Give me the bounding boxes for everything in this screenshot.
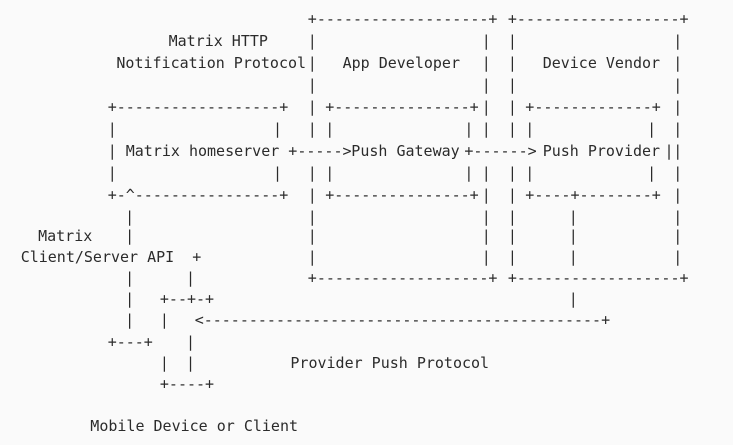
ascii-fragment: |	[507, 98, 517, 116]
ascii-fragment: |	[464, 120, 474, 138]
ascii-fragment: |	[273, 164, 283, 182]
ascii-fragment: |	[125, 311, 135, 329]
ascii-fragment: | Matrix homeserver +----->	[107, 142, 352, 160]
ascii-fragment: |	[273, 120, 283, 138]
ascii-fragment: +---+	[107, 333, 153, 351]
ascii-fragment: |	[107, 120, 117, 138]
ascii-fragment: |	[673, 186, 683, 204]
ascii-fragment: Client/Server API +	[20, 248, 202, 266]
ascii-fragment: Matrix HTTP	[168, 32, 268, 50]
ascii-fragment: |	[673, 76, 683, 94]
ascii-fragment: |	[673, 142, 683, 160]
ascii-fragment: |	[307, 208, 317, 226]
ascii-fragment: +-------------------+	[307, 269, 498, 287]
ascii-fragment: +--+-+	[159, 290, 215, 308]
ascii-fragment: +----+--------+	[525, 186, 661, 204]
ascii-fragment: |	[673, 98, 683, 116]
ascii-fragment: |	[481, 76, 491, 94]
ascii-fragment: |	[307, 120, 317, 138]
ascii-fragment: |	[159, 354, 169, 372]
ascii-fragment: |	[186, 333, 196, 351]
ascii-fragment: |	[507, 227, 517, 245]
ascii-fragment: |	[568, 208, 578, 226]
ascii-fragment: Push Gateway	[351, 142, 460, 160]
ascii-fragment: Push Provider	[542, 142, 661, 160]
ascii-fragment: |	[673, 248, 683, 266]
ascii-fragment: |	[647, 164, 657, 182]
ascii-fragment: +-------------+	[525, 98, 661, 116]
ascii-fragment: |	[481, 208, 491, 226]
ascii-fragment: |	[568, 248, 578, 266]
ascii-fragment: |	[307, 248, 317, 266]
ascii-fragment: +------>	[464, 142, 537, 160]
ascii-fragment: |	[325, 164, 335, 182]
ascii-fragment: |	[673, 32, 683, 50]
ascii-fragment: Notification Protocol	[116, 54, 307, 72]
ascii-fragment: |	[481, 227, 491, 245]
ascii-fragment: |	[568, 290, 578, 308]
ascii-fragment: |	[507, 32, 517, 50]
ascii-fragment: |	[125, 208, 135, 226]
ascii-fragment: |	[481, 120, 491, 138]
ascii-fragment: |	[507, 120, 517, 138]
ascii-fragment: |	[186, 354, 196, 372]
ascii-fragment: <---------------------------------------…	[194, 311, 611, 329]
ascii-fragment: |	[125, 290, 135, 308]
ascii-fragment: |	[107, 164, 117, 182]
ascii-fragment: |	[307, 32, 317, 50]
ascii-fragment: |	[307, 186, 317, 204]
ascii-fragment: |	[673, 120, 683, 138]
ascii-fragment: App Developer	[342, 54, 460, 72]
ascii-fragment: +----+	[159, 375, 215, 393]
ascii-fragment: |	[307, 227, 317, 245]
ascii-fragment: |	[568, 227, 578, 245]
ascii-fragment: +-------------------+	[307, 10, 498, 28]
ascii-fragment: |	[307, 164, 317, 182]
ascii-fragment: |	[481, 186, 491, 204]
ascii-fragment: |	[464, 164, 474, 182]
ascii-fragment: |	[307, 54, 317, 72]
ascii-fragment: |	[525, 164, 535, 182]
ascii-fragment: Matrix	[38, 227, 93, 245]
ascii-fragment: |	[647, 120, 657, 138]
ascii-fragment: +------------------+	[107, 98, 289, 116]
ascii-fragment: +------------------+	[507, 269, 689, 287]
ascii-fragment: |	[125, 227, 135, 245]
ascii-fragment: Mobile Device or Client	[90, 417, 299, 435]
ascii-fragment: |	[673, 54, 683, 72]
ascii-fragment: |	[125, 269, 135, 287]
ascii-fragment: |	[159, 311, 169, 329]
ascii-fragment: Device Vendor	[542, 54, 661, 72]
ascii-fragment: Provider Push Protocol	[290, 354, 490, 372]
ascii-fragment: |	[325, 120, 335, 138]
ascii-fragment: +---------------+	[325, 186, 479, 204]
ascii-fragment: |	[507, 164, 517, 182]
ascii-fragment: +------------------+	[507, 10, 689, 28]
ascii-fragment: |	[673, 208, 683, 226]
ascii-fragment: |	[307, 98, 317, 116]
ascii-fragment: |	[481, 98, 491, 116]
ascii-fragment: |	[507, 76, 517, 94]
ascii-fragment: |	[307, 76, 317, 94]
ascii-fragment: |	[673, 164, 683, 182]
ascii-fragment: |	[186, 269, 196, 287]
ascii-fragment: +-^----------------+	[107, 186, 289, 204]
ascii-fragment: |	[481, 164, 491, 182]
ascii-fragment: |	[673, 227, 683, 245]
ascii-fragment: |	[481, 54, 491, 72]
ascii-fragment: |	[481, 32, 491, 50]
ascii-fragment: |	[507, 186, 517, 204]
ascii-fragment: |	[525, 120, 535, 138]
ascii-fragment: |	[507, 248, 517, 266]
ascii-fragment: +---------------+	[325, 98, 479, 116]
ascii-fragment: |	[507, 208, 517, 226]
ascii-fragment: |	[664, 142, 674, 160]
ascii-fragment: |	[481, 248, 491, 266]
ascii-fragment: |	[507, 54, 517, 72]
